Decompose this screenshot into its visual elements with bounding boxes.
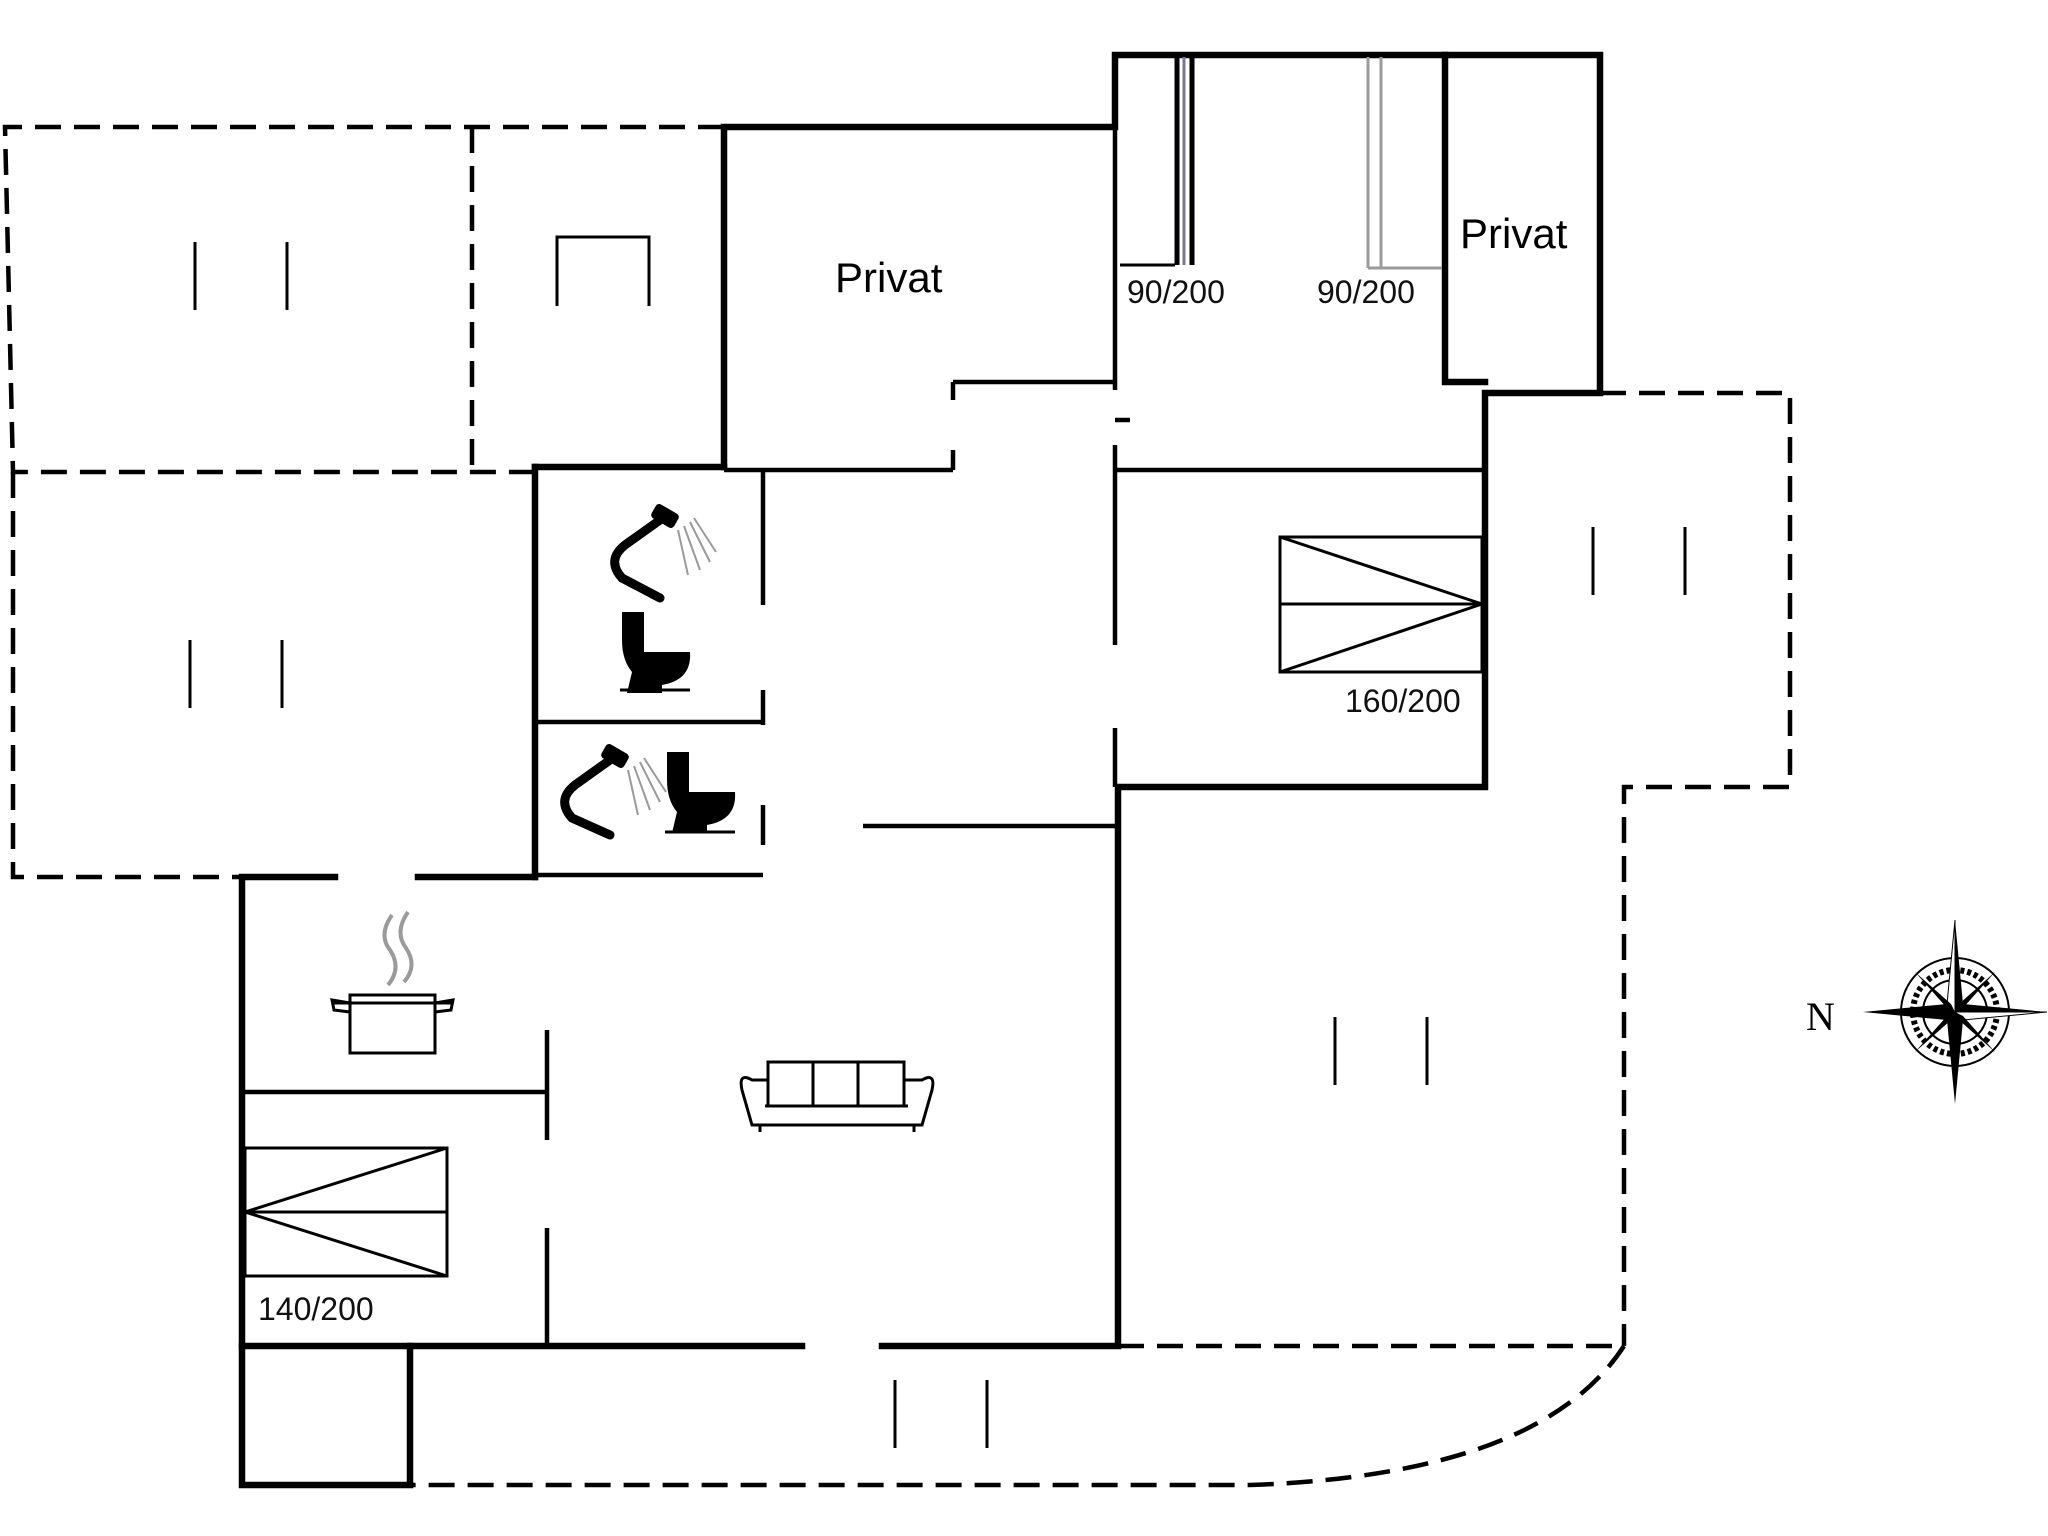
bed-size-label-double-160: 160/200 [1345,683,1461,719]
single-bed-1 [1120,57,1195,267]
toilet-icon [665,752,736,834]
bed-size-label-single-2: 90/200 [1317,274,1415,310]
bed-size-label-single-1: 90/200 [1127,274,1225,310]
interior-walls [242,55,1485,1346]
exterior-walls [238,51,1604,1489]
terrace-outlines [2,124,1793,1488]
double-bed-160 [1278,535,1484,674]
single-bed-2 [1366,57,1442,270]
room-label-privat-right: Privat [1460,210,1568,257]
cooking-pot-icon [330,910,455,1055]
shower-icon [610,504,717,603]
toilet-icon [620,612,691,693]
compass-north-label: N [1806,994,1835,1039]
sofa-icon [739,1060,935,1132]
room-label-privat-left: Privat [835,254,943,301]
double-bed-140 [243,1146,449,1278]
shower-icon [560,744,667,840]
compass-rose-icon [1863,919,2048,1104]
wall-marks [188,235,1687,1448]
bed-size-label-double-140: 140/200 [258,1291,374,1327]
